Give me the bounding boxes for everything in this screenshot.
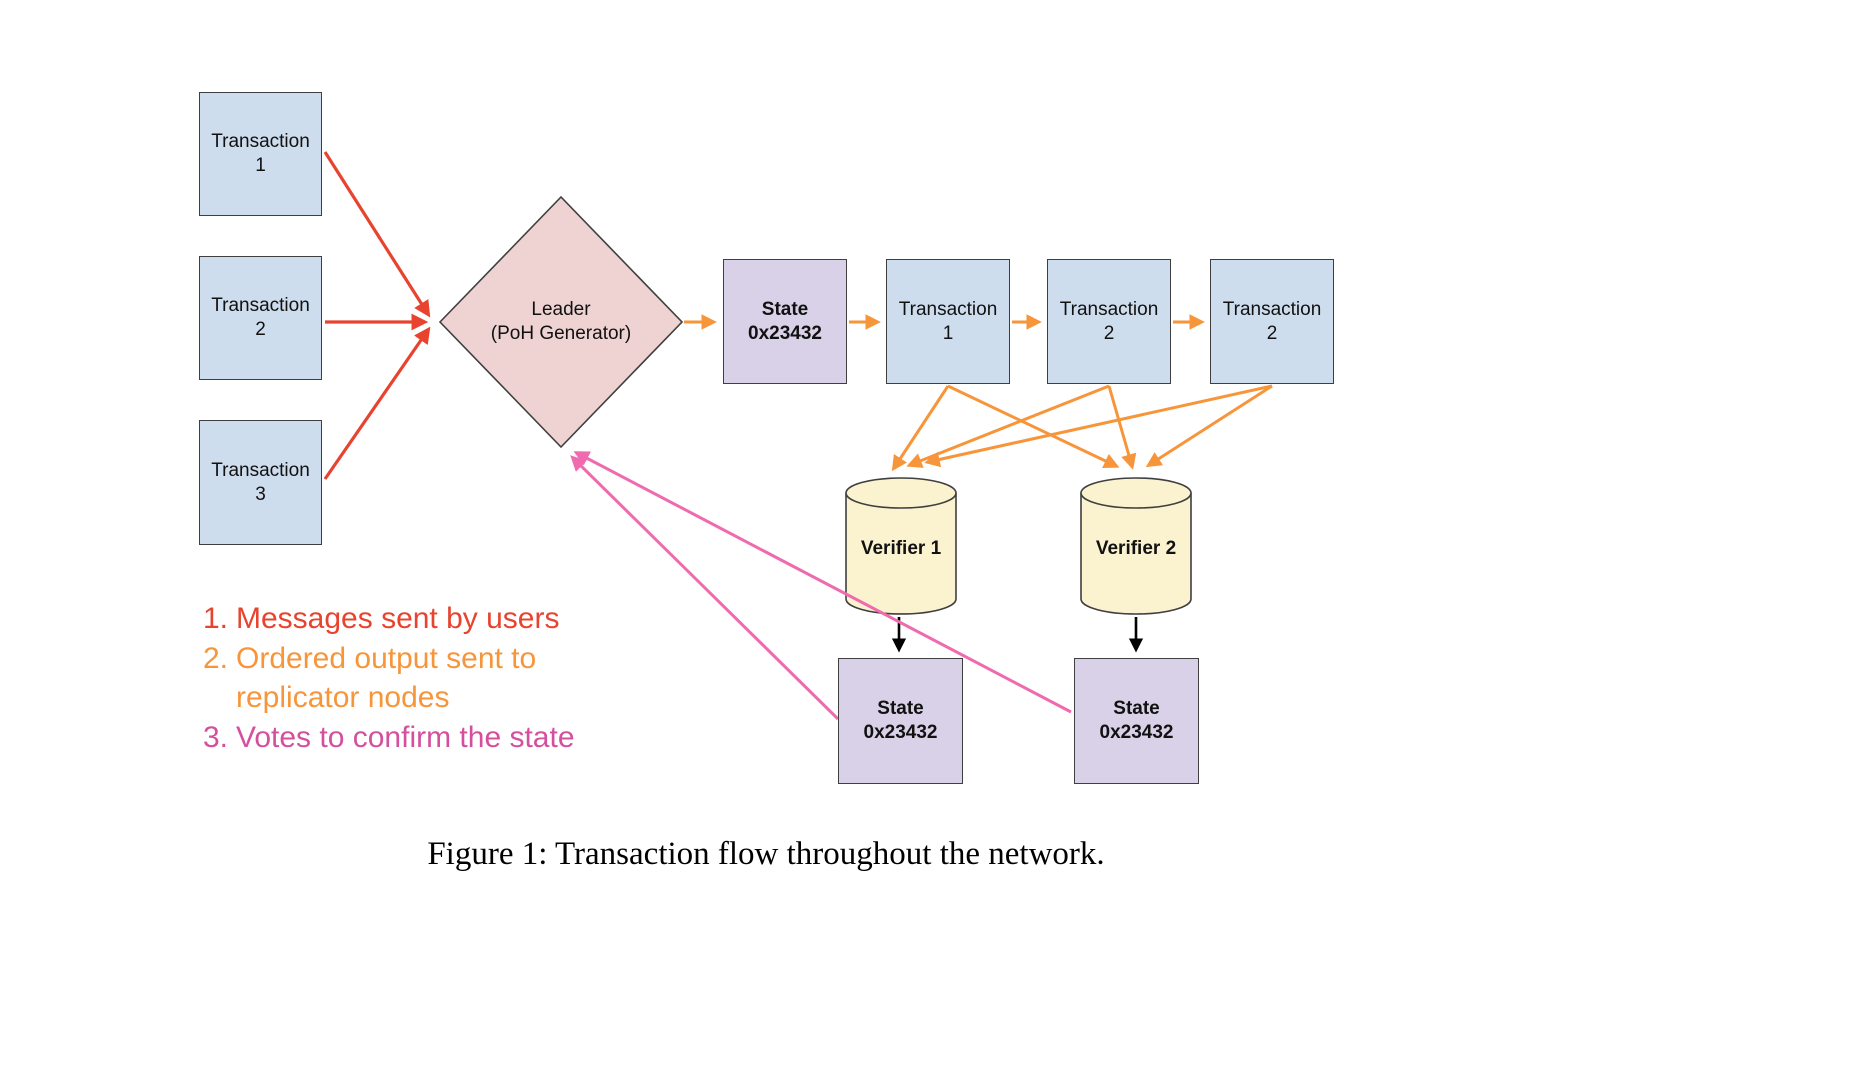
node-transaction-input-3: Transaction 3 [199,420,322,545]
node-transaction-input-1: Transaction 1 [199,92,322,216]
vote-arrows [570,451,1072,721]
node-leader-label: Leader (PoH Generator) [490,299,632,344]
arrow-tx3-to-leader [323,326,431,480]
legend-text-2: Ordered output sent to replicator nodes [236,641,537,715]
node-transaction-ordered-3: Transaction 2 [1210,259,1334,384]
arrow-tx3-to-verifier1 [924,384,1273,468]
legend: 1. Messages sent by users 2. Ordered out… [203,599,575,757]
legend-number-1: 1. [203,602,229,635]
arrow-tx1-to-verifier1 [891,385,950,472]
node-verifier-2-label: Verifier 2 [1095,538,1177,559]
arrow-state1-vote-to-leader [570,455,840,721]
legend-text-1: Messages sent by users [236,602,560,635]
legend-item-ordered-output: 2. Ordered output sent to replicator nod… [203,639,575,718]
user-message-arrows [323,151,431,480]
arrow-state2-vote-to-leader [573,451,1072,714]
legend-number-2: 2. [203,641,229,675]
node-transaction-ordered-1: Transaction 1 [886,259,1010,384]
legend-item-messages: 1. Messages sent by users [203,599,575,639]
node-state-leader: State 0x23432 [723,259,847,384]
node-state-verifier-2: State 0x23432 [1074,658,1199,784]
verifier-2-cylinder-shape [1080,477,1192,615]
leader-diamond-shape [438,195,684,449]
verifier-1-cylinder-shape [845,477,957,615]
arrow-tx2-to-verifier2 [1107,385,1137,470]
arrow-tx2-to-verifier1 [906,384,1110,468]
ordered-output-arrows [684,314,1273,472]
legend-text-3: Votes to confirm the state [236,720,575,754]
state-commit-arrows [891,617,1144,653]
arrow-tx1-to-verifier2 [947,384,1120,469]
legend-item-votes: 3. Votes to confirm the state [203,718,575,758]
arrow-tx3-to-verifier2 [1145,384,1273,468]
node-transaction-ordered-2: Transaction 2 [1047,259,1171,384]
node-verifier-1-label: Verifier 1 [860,538,942,559]
node-transaction-input-2: Transaction 2 [199,256,322,380]
arrow-tx1-to-leader [323,151,431,318]
legend-number-3: 3. [203,720,229,754]
figure-caption: Figure 1: Transaction flow throughout th… [427,836,1105,872]
node-state-verifier-1: State 0x23432 [838,658,963,784]
